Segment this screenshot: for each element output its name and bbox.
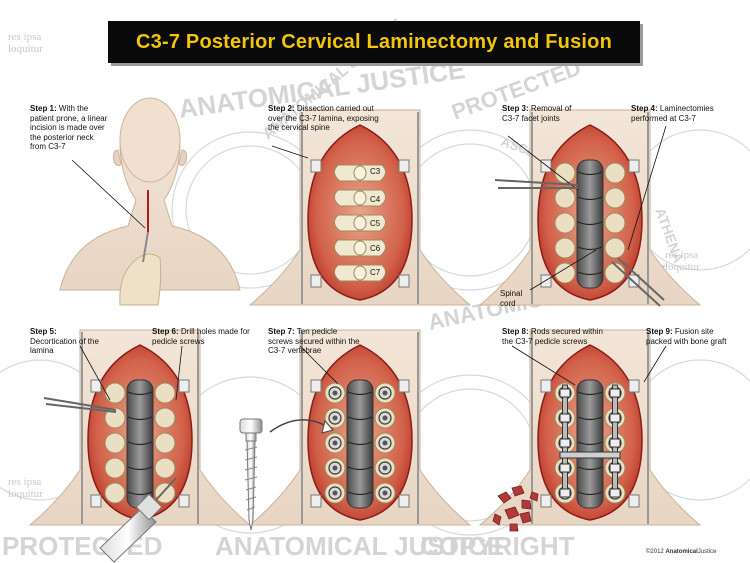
panel-step-7-figure <box>248 329 472 526</box>
vertebra-label-c7: C7 <box>370 268 381 277</box>
panel-step-3-figure <box>478 109 702 306</box>
page-title: C3-7 Posterior Cervical Laminectomy and … <box>136 30 612 53</box>
step-5-text: Decortication of the lamina <box>30 336 99 356</box>
panel-step-9-figure <box>478 329 702 526</box>
step-2-caption: Step 2: Dissection carried out over the … <box>268 104 388 133</box>
panel-step-1-figure <box>59 97 241 306</box>
vertebra-label-c3: C3 <box>370 167 381 176</box>
step-9-label: Step 9: <box>646 327 673 336</box>
step-1-text: With the patient prone, a linear incisio… <box>30 104 108 151</box>
spinal-cord-label: Spinal cord <box>500 289 523 308</box>
brand-suffix: Justice <box>697 549 717 555</box>
scalpel-icon <box>142 231 149 263</box>
step-9-caption: Step 9: Fusion site packed with bone gra… <box>646 327 728 346</box>
step-7-label: Step 7: <box>268 327 295 336</box>
title-banner: C3-7 Posterior Cervical Laminectomy and … <box>108 21 640 63</box>
watermark-motto-8: loquitur <box>8 488 43 500</box>
forceps-tools <box>43 179 665 413</box>
panel-step-2-figure <box>248 109 472 306</box>
bone-graft-pieces-icon <box>492 485 539 532</box>
step-1-caption: Step 1: With the patient prone, a linear… <box>30 104 108 152</box>
step-5-caption: Step 5: Decortication of the lamina <box>30 327 104 356</box>
step-8-caption: Step 8: Rods secured within the C3-7 ped… <box>502 327 612 346</box>
step-6-text: Drill holes made for pedicle screws <box>152 327 250 346</box>
brand-name: Anatomical <box>665 549 698 555</box>
step-5-label: Step 5: <box>30 327 57 336</box>
step-1-label: Step 1: <box>30 104 57 113</box>
watermark-motto-2: loquitur <box>8 43 43 55</box>
watermark-motto-5: res ipsa <box>665 249 698 261</box>
vertebra-label-c4: C4 <box>370 195 381 204</box>
vertebra-label-c5: C5 <box>370 219 381 228</box>
step-6-label: Step 6: <box>152 327 179 336</box>
surgical-panels <box>28 109 702 526</box>
vertebra-label-c6: C6 <box>370 244 381 253</box>
step-3-text: Removal of C3-7 facet joints <box>502 104 572 123</box>
step-4-text: Laminectomies performed at C3-7 <box>631 104 714 123</box>
glove-hand <box>119 253 162 306</box>
watermark-word-4: COPYRIGHT <box>420 531 575 561</box>
step-6-caption: Step 6: Drill holes made for pedicle scr… <box>152 327 252 346</box>
step-3-label: Step 3: <box>502 104 529 113</box>
copyright-year: ©2012 <box>646 549 664 555</box>
watermark-motto-1: res ipsa <box>8 31 41 43</box>
leader-lines <box>71 125 667 401</box>
step-2-label: Step 2: <box>268 104 295 113</box>
step-7-caption: Step 7: Ten pedicle screws secured withi… <box>268 327 364 356</box>
panel-step-5-figure <box>28 329 252 526</box>
watermark-motto-6: loquitur <box>665 261 700 273</box>
loose-pedicle-screw-icon <box>239 418 334 531</box>
step-8-text: Rods secured within the C3-7 pedicle scr… <box>502 327 603 346</box>
copyright-notice: ©2012 AnatomicalJustice <box>646 549 716 555</box>
watermark-word-3: ANATOMICAL JUSTICE <box>215 531 504 561</box>
step-8-label: Step 8: <box>502 327 529 336</box>
step-3-caption: Step 3: Removal of C3-7 facet joints <box>502 104 576 123</box>
watermark-motto-7: res ipsa <box>8 476 41 488</box>
step-7-text: Ten pedicle screws secured within the C3… <box>268 327 360 355</box>
step-9-text: Fusion site packed with bone graft <box>646 327 727 346</box>
step-4-caption: Step 4: Laminectomies performed at C3-7 <box>631 104 719 123</box>
drill-icon <box>99 477 177 563</box>
step-2-text: Dissection carried out over the C3-7 lam… <box>268 104 379 132</box>
step-4-label: Step 4: <box>631 104 658 113</box>
